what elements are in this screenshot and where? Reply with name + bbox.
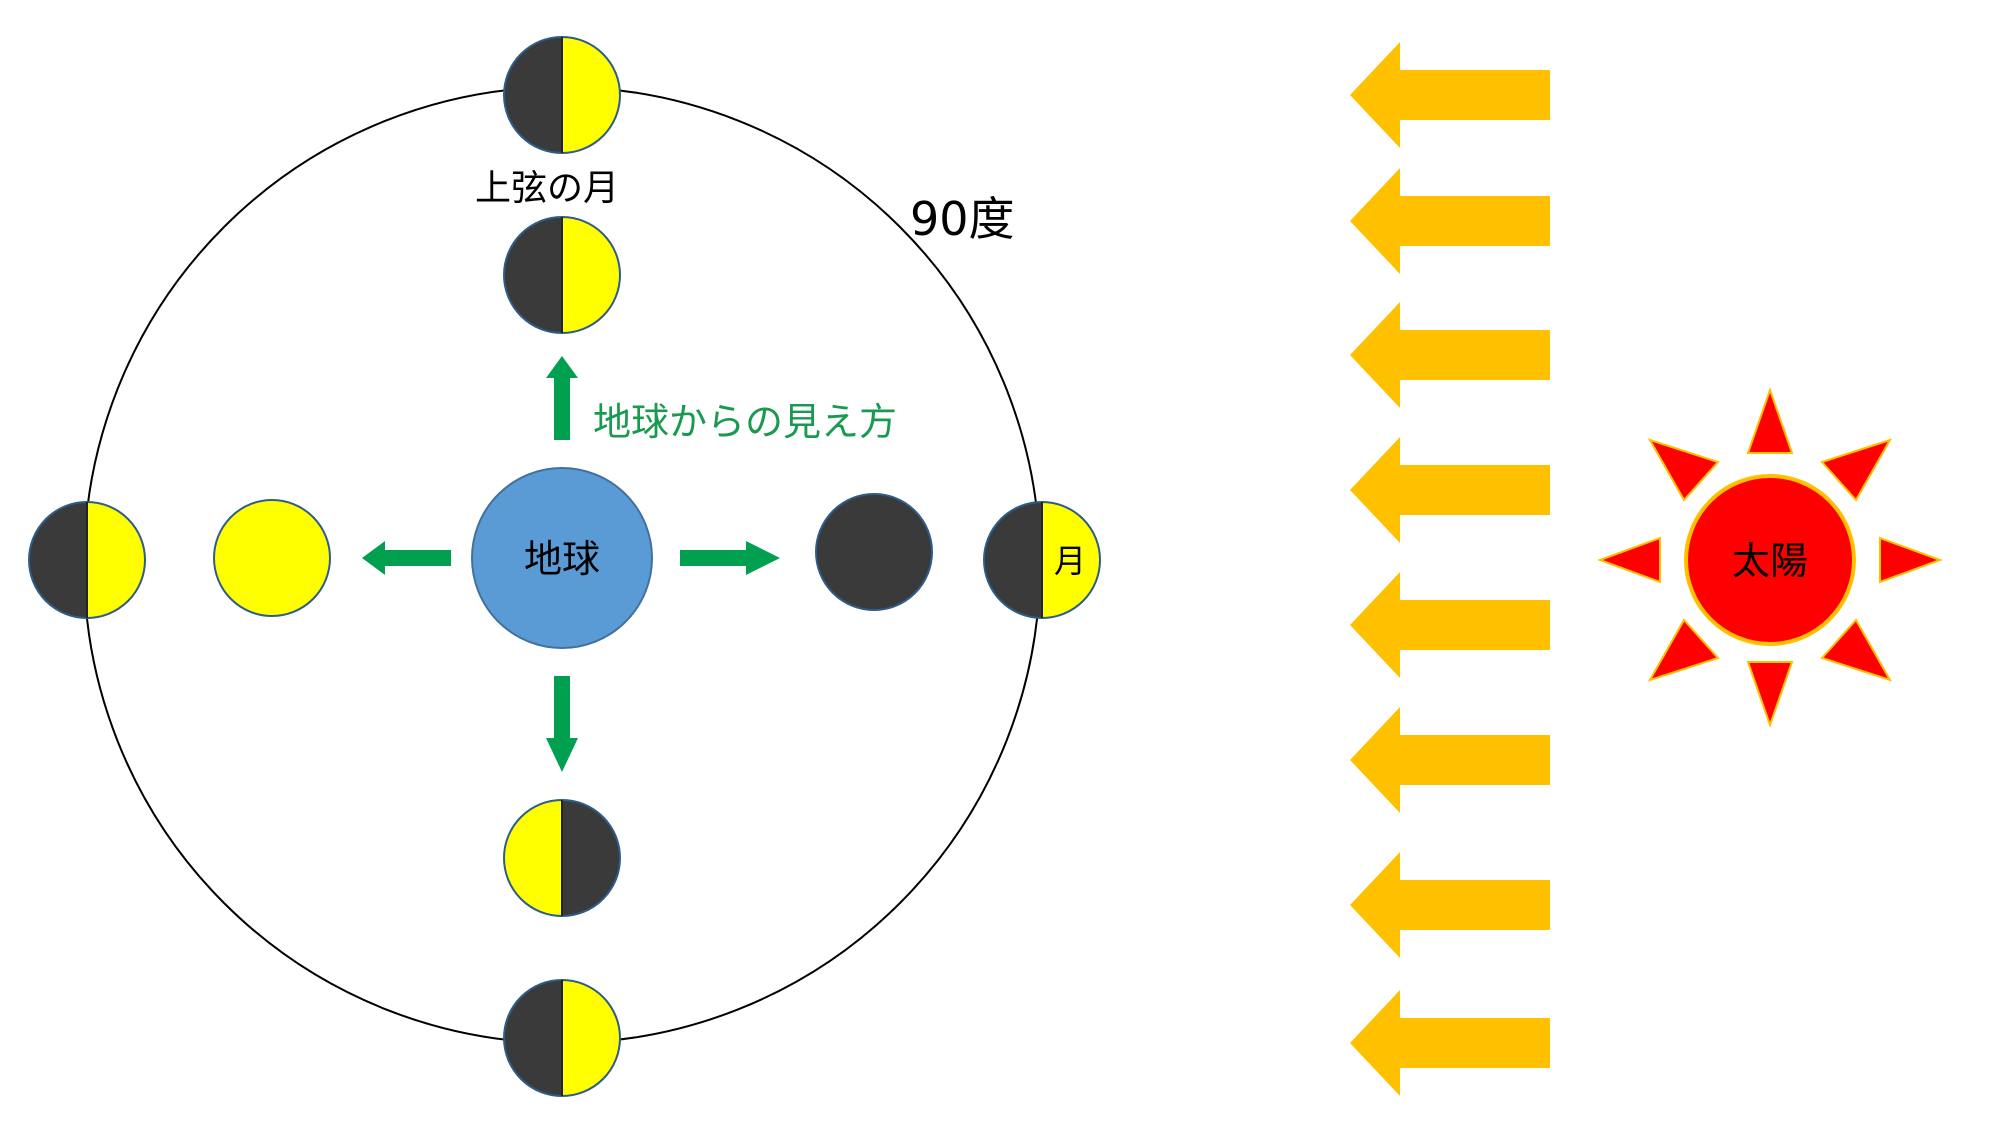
earth-label: 地球 [524,537,600,581]
view-moon-left-full [213,499,331,617]
angle-label: 90度 [910,192,1015,246]
orbit-moon-top [503,36,621,154]
view-moon-top-first-quarter [503,216,621,334]
view-from-earth-label: 地球からの見え方 [593,400,897,444]
sun-icon [1597,386,1943,729]
view-arrow-up [546,356,578,440]
view-arrow-right [680,541,780,575]
view-arrow-left [362,541,451,575]
first-quarter-label: 上弦の月 [475,168,619,209]
view-moon-bottom-last-quarter [503,799,621,917]
sun-label: 太陽 [1732,539,1808,583]
orbit-moon-right [983,501,1101,619]
sunlight-arrows [1350,42,1550,1096]
orbit-moon-left [28,501,146,619]
view-arrow-down [546,676,578,772]
orbit-moon-bottom [503,979,621,1097]
earth [471,467,653,649]
moon-label: 月 [1054,542,1086,580]
view-moon-right-new [815,493,933,611]
